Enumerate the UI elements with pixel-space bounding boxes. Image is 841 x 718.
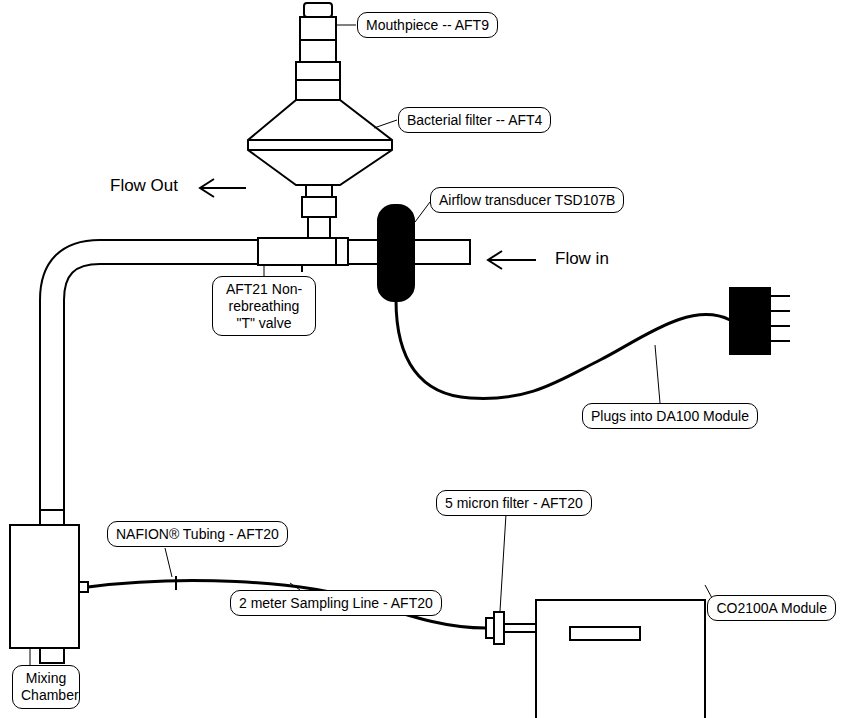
flow-label: Flow in (553, 249, 611, 269)
plug-pins (770, 296, 790, 341)
part-label: CO2100A Module (716, 600, 827, 616)
flow-out-arrow (200, 179, 246, 197)
flow-label: Flow Out (108, 176, 180, 196)
part-label: AFT21 Non-rebreathing "T" valve (221, 281, 307, 331)
module-slot (570, 627, 640, 640)
callout-box: NAFION® Tubing - AFT20 (107, 521, 288, 547)
part-label: Mouthpiece -- AFT9 (366, 17, 489, 33)
part-label: Bacterial filter -- AFT4 (407, 112, 542, 128)
callout-box: 2 meter Sampling Line - AFT20 (230, 590, 442, 616)
part-label: Plugs into DA100 Module (591, 408, 749, 424)
part-label: 5 micron filter - AFT20 (445, 495, 583, 511)
callout-box: Mixing Chamber (12, 665, 80, 709)
leader-lines (30, 25, 712, 665)
connector-plug (730, 288, 770, 354)
airflow-transducer (378, 205, 414, 301)
callout-box: CO2100A Module (707, 595, 836, 621)
part-label: Airflow transducer TSD107B (439, 192, 615, 208)
tubing-joint (175, 576, 177, 590)
mixing-chamber (10, 510, 88, 663)
bacterial-filter (248, 100, 392, 238)
part-label: 2 meter Sampling Line - AFT20 (239, 595, 433, 611)
flow-in-arrow (488, 251, 536, 269)
callout-box: Plugs into DA100 Module (582, 403, 758, 429)
callout-box: Airflow transducer TSD107B (430, 187, 624, 213)
part-label: Mixing Chamber (21, 670, 71, 704)
part-label: NAFION® Tubing - AFT20 (116, 526, 279, 542)
callout-box: AFT21 Non-rebreathing "T" valve (212, 276, 316, 336)
callout-box: 5 micron filter - AFT20 (436, 490, 592, 516)
sampling-line (88, 581, 486, 628)
callout-box: Mouthpiece -- AFT9 (357, 12, 498, 38)
co2-module (536, 600, 705, 718)
t-valve (258, 238, 470, 272)
transducer-cable (396, 300, 730, 398)
micron-filter (486, 612, 536, 644)
callout-box: Bacterial filter -- AFT4 (398, 107, 551, 133)
mouthpiece (296, 3, 340, 100)
